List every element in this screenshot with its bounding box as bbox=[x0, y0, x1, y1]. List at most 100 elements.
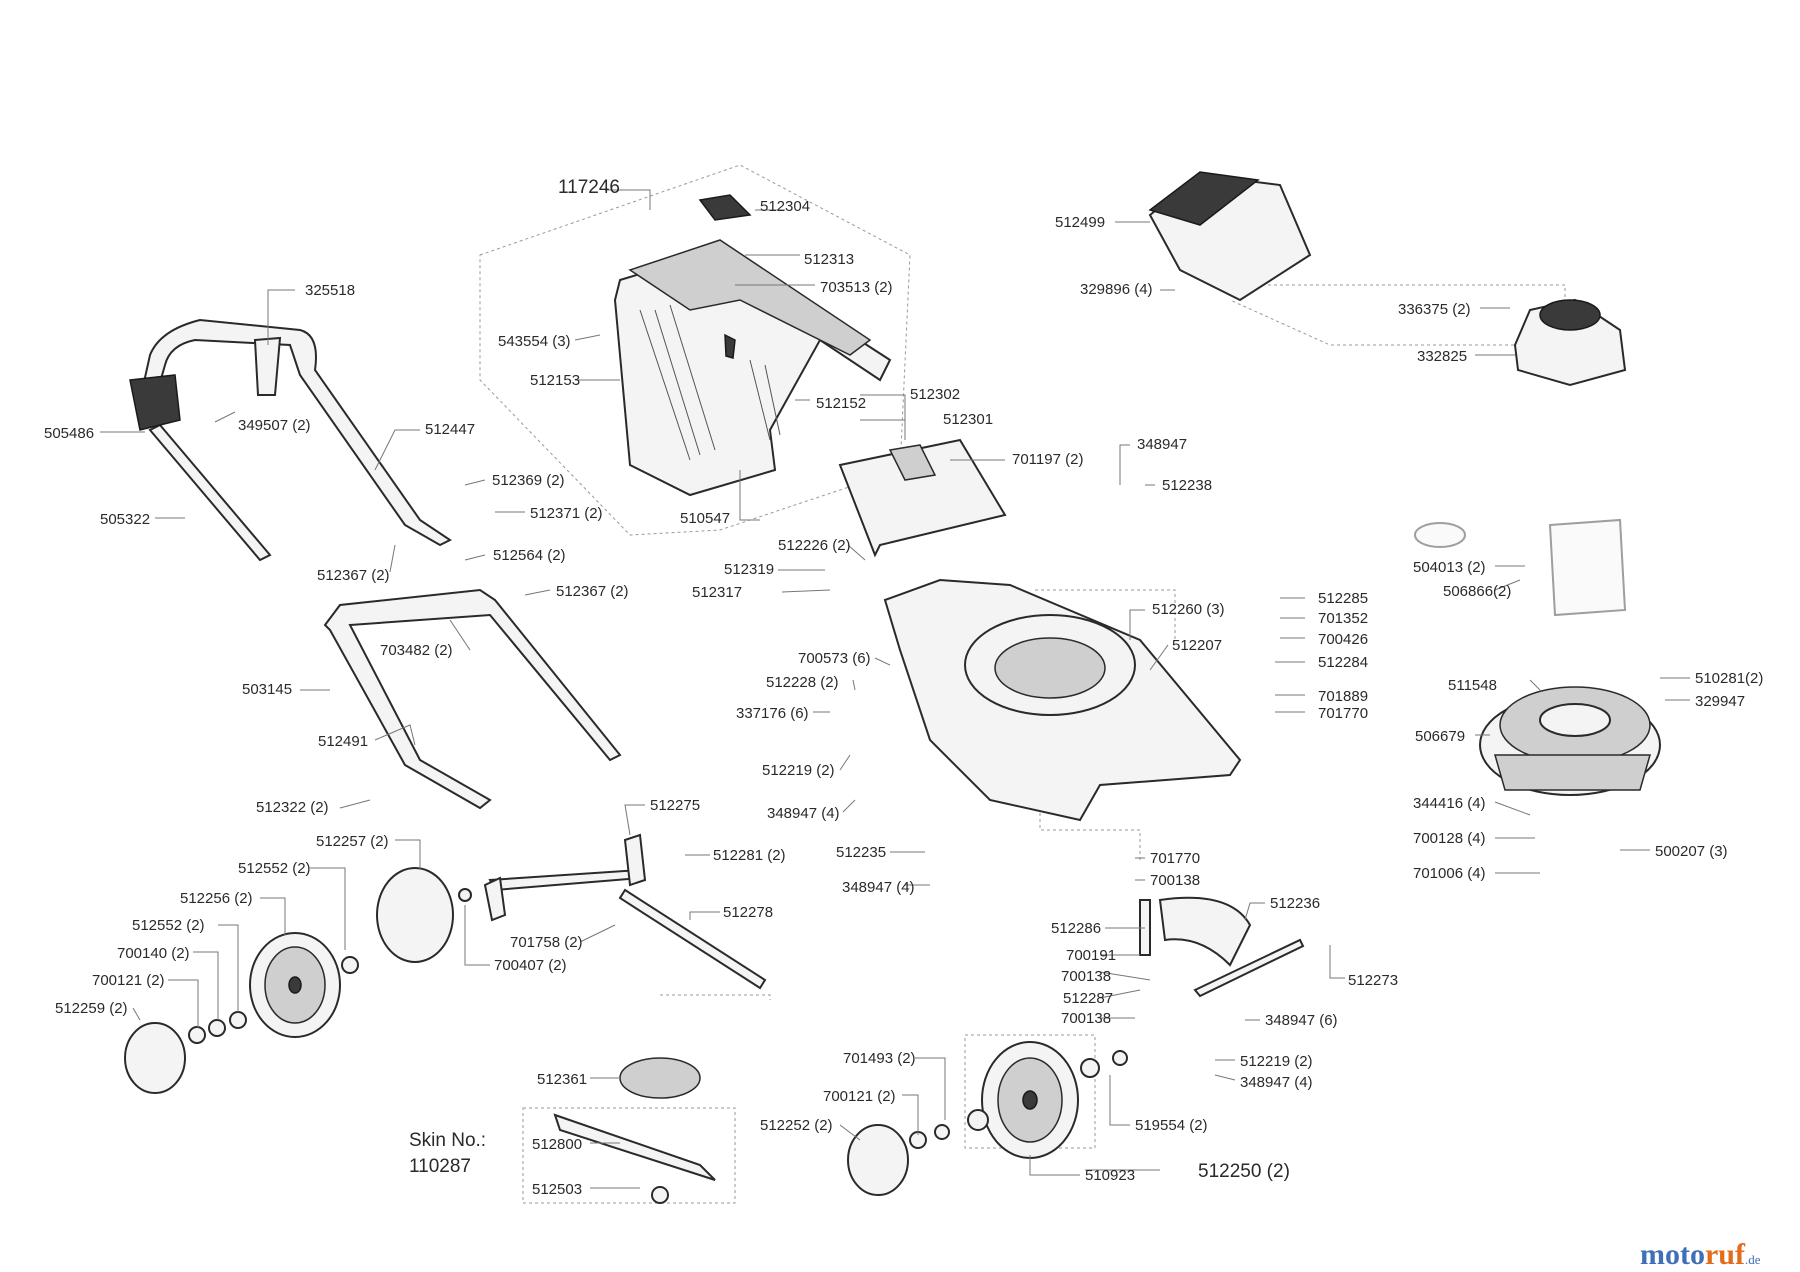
label-505486: 505486 bbox=[44, 425, 94, 442]
label-512219-a: 512219 (2) bbox=[762, 762, 835, 779]
label-512302: 512302 bbox=[910, 386, 960, 403]
label-512319: 512319 bbox=[724, 561, 774, 578]
label-701889: 701889 bbox=[1318, 688, 1368, 705]
label-512564: 512564 (2) bbox=[493, 547, 566, 564]
label-703482: 703482 (2) bbox=[380, 642, 453, 659]
label-512257: 512257 (2) bbox=[316, 833, 389, 850]
label-512322: 512322 (2) bbox=[256, 799, 329, 816]
rear-axle bbox=[483, 833, 767, 990]
label-512369: 512369 (2) bbox=[492, 472, 565, 489]
label-512552-a: 512552 (2) bbox=[238, 860, 311, 877]
label-701770-b: 701770 bbox=[1150, 850, 1200, 867]
label-700138-a: 700138 bbox=[1150, 872, 1200, 889]
motor-mount bbox=[1479, 686, 1661, 796]
label-512491: 512491 bbox=[318, 733, 368, 750]
label-332825: 332825 bbox=[1417, 348, 1467, 365]
label-700573: 700573 (6) bbox=[798, 650, 871, 667]
label-510547: 510547 bbox=[680, 510, 730, 527]
mower-deck bbox=[883, 578, 1242, 822]
label-512238: 512238 bbox=[1162, 477, 1212, 494]
label-skin-no: Skin No.: bbox=[409, 1130, 486, 1151]
motoruf-logo: motoruf.de bbox=[1640, 1238, 1761, 1272]
label-701493: 701493 (2) bbox=[843, 1050, 916, 1067]
label-512273: 512273 bbox=[1348, 972, 1398, 989]
label-512252: 512252 (2) bbox=[760, 1117, 833, 1134]
label-700140: 700140 (2) bbox=[117, 945, 190, 962]
label-329896: 329896 (4) bbox=[1080, 281, 1153, 298]
rear-flap bbox=[838, 438, 1007, 558]
motor-504013 bbox=[1414, 518, 1627, 617]
label-336375: 336375 (2) bbox=[1398, 301, 1471, 318]
label-505322: 505322 bbox=[100, 511, 150, 528]
label-512236: 512236 bbox=[1270, 895, 1320, 912]
front-wheel bbox=[847, 1041, 1128, 1196]
upper-handle bbox=[129, 318, 452, 562]
label-512361: 512361 bbox=[537, 1071, 587, 1088]
label-512304: 512304 bbox=[760, 198, 810, 215]
label-512219-b: 512219 (2) bbox=[1240, 1053, 1313, 1070]
label-512260: 512260 (3) bbox=[1152, 601, 1225, 618]
label-701352: 701352 bbox=[1318, 610, 1368, 627]
label-512226: 512226 (2) bbox=[778, 537, 851, 554]
logo-part-moto: moto bbox=[1640, 1238, 1705, 1271]
grass-catcher bbox=[613, 194, 892, 497]
rear-wheel-left bbox=[124, 867, 472, 1094]
label-512284: 512284 bbox=[1318, 654, 1368, 671]
blade-assembly bbox=[553, 1057, 716, 1204]
label-348947-b: 348947 (4) bbox=[767, 805, 840, 822]
label-701758: 701758 (2) bbox=[510, 934, 583, 951]
label-348947-d: 348947 (6) bbox=[1265, 1012, 1338, 1029]
label-510281: 510281(2) bbox=[1695, 670, 1763, 687]
front-axle bbox=[1139, 896, 1305, 998]
label-519554: 519554 (2) bbox=[1135, 1117, 1208, 1134]
label-512367-b: 512367 (2) bbox=[556, 583, 629, 600]
label-504013: 504013 (2) bbox=[1413, 559, 1486, 576]
label-703513: 703513 (2) bbox=[820, 279, 893, 296]
label-329947: 329947 bbox=[1695, 693, 1745, 710]
label-700191: 700191 bbox=[1066, 947, 1116, 964]
label-701197: 701197 (2) bbox=[1012, 451, 1083, 468]
label-512313: 512313 bbox=[804, 251, 854, 268]
logo-part-ruf: ruf bbox=[1704, 1238, 1745, 1271]
label-skin-number: 110287 bbox=[409, 1156, 471, 1177]
label-700121-a: 700121 (2) bbox=[92, 972, 165, 989]
label-700138-b: 700138 bbox=[1061, 968, 1111, 985]
label-506866: 506866(2) bbox=[1443, 583, 1511, 600]
label-512256: 512256 (2) bbox=[180, 890, 253, 907]
label-348947-e: 348947 (4) bbox=[1240, 1074, 1313, 1091]
label-512371: 512371 (2) bbox=[530, 505, 603, 522]
label-512228: 512228 (2) bbox=[766, 674, 839, 691]
label-500207: 500207 (3) bbox=[1655, 843, 1728, 860]
label-325518: 325518 bbox=[305, 282, 355, 299]
label-512278: 512278 bbox=[723, 904, 773, 921]
label-512287: 512287 bbox=[1063, 990, 1113, 1007]
label-510923: 510923 bbox=[1085, 1167, 1135, 1184]
label-512800: 512800 bbox=[532, 1136, 582, 1153]
label-700426: 700426 bbox=[1318, 631, 1368, 648]
label-512367-a: 512367 (2) bbox=[317, 567, 390, 584]
label-512499: 512499 bbox=[1055, 214, 1105, 231]
label-349507: 349507 (2) bbox=[238, 417, 311, 434]
label-344416: 344416 (4) bbox=[1413, 795, 1486, 812]
label-512447: 512447 bbox=[425, 421, 475, 438]
label-512285: 512285 bbox=[1318, 590, 1368, 607]
label-117246: 117246 bbox=[558, 177, 620, 198]
label-543554: 543554 (3) bbox=[498, 333, 571, 350]
label-701770-a: 701770 bbox=[1318, 705, 1368, 722]
label-337176: 337176 (6) bbox=[736, 705, 809, 722]
label-503145: 503145 bbox=[242, 681, 292, 698]
label-700407: 700407 (2) bbox=[494, 957, 567, 974]
label-701006: 701006 (4) bbox=[1413, 865, 1486, 882]
label-700121-b: 700121 (2) bbox=[823, 1088, 896, 1105]
lower-handle bbox=[323, 588, 622, 810]
label-700128: 700128 (4) bbox=[1413, 830, 1486, 847]
label-348947-c: 348947 (4) bbox=[842, 879, 915, 896]
label-506679: 506679 bbox=[1415, 728, 1465, 745]
part-labels: 117246 512304 512313 703513 (2) 543554 (… bbox=[44, 177, 1763, 1198]
label-700138-c: 700138 bbox=[1061, 1010, 1111, 1027]
label-512153: 512153 bbox=[530, 372, 580, 389]
cap-332825 bbox=[1513, 298, 1627, 387]
label-512281: 512281 (2) bbox=[713, 847, 786, 864]
label-512250: 512250 (2) bbox=[1198, 1161, 1290, 1182]
